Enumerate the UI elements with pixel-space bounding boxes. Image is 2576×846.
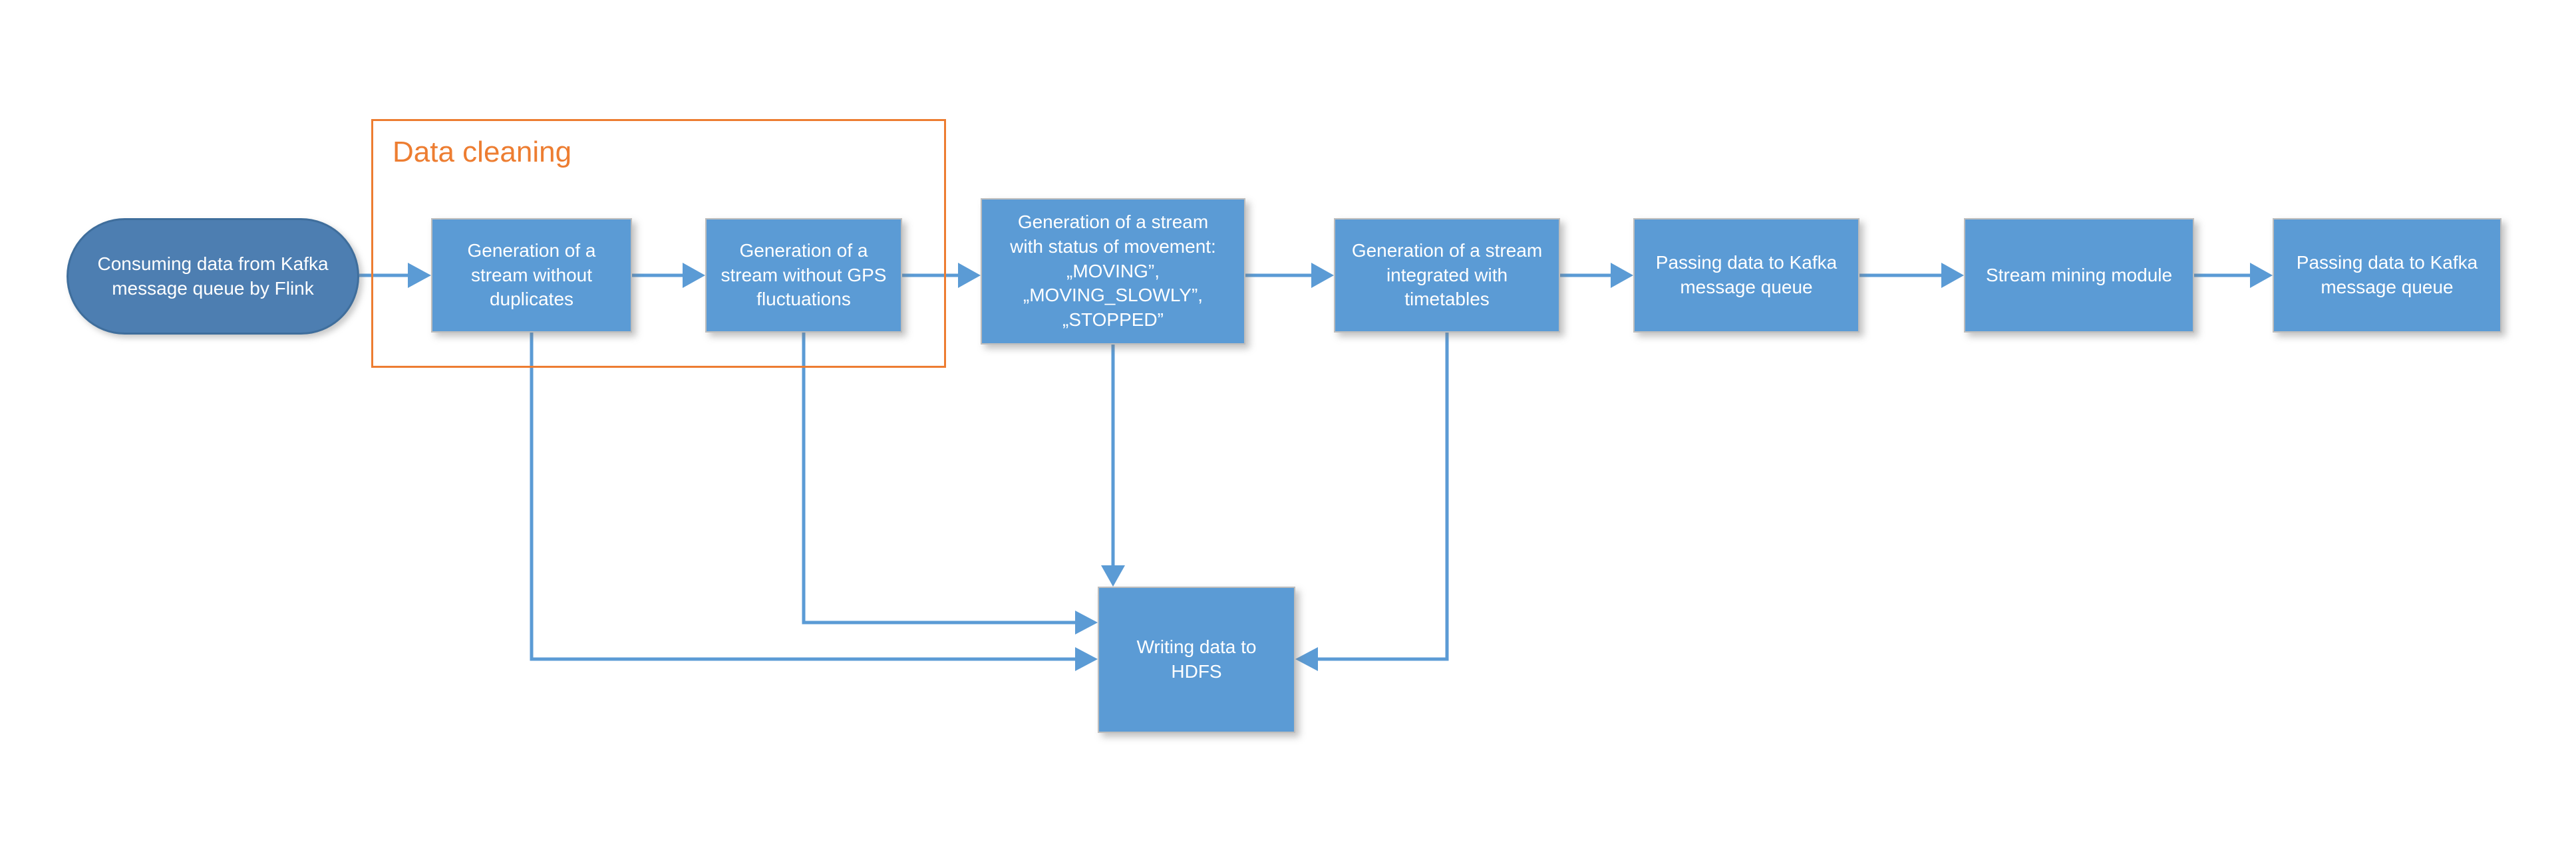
data-cleaning-group-label: Data cleaning (393, 136, 572, 168)
edge-streammining-kafkaout2-arrowhead (2250, 263, 2273, 288)
node-consume-kafka-flink: Consuming data from Kafka message queue … (67, 218, 359, 335)
edge-dedup-gps-arrowhead (683, 263, 705, 288)
node-stream-integrated-timetables: Generation of a stream integrated with t… (1334, 218, 1560, 333)
node-stream-without-gps-fluctuations: Generation of a stream without GPS fluct… (705, 218, 902, 333)
node-stream-mining-module: Stream mining module (1964, 218, 2194, 333)
node-stream-status-of-movement: Generation of a stream with status of mo… (981, 198, 1245, 345)
edge-start-dedup-arrowhead (408, 263, 431, 288)
edge-timetables-hdfs-line (1318, 333, 1449, 661)
node-passing-data-kafka-2: Passing data to Kafka message queue (2273, 218, 2501, 333)
edge-gps-hdfs-arrowhead (1075, 611, 1098, 634)
node-writing-data-hdfs: Writing data to HDFS (1098, 587, 1295, 733)
edge-gps-movement-arrowhead (958, 263, 981, 288)
edge-gps-hdfs-line (802, 333, 1075, 625)
edge-movement-hdfs-arrowhead (1101, 565, 1125, 587)
edge-timetables-hdfs-arrowhead (1295, 647, 1318, 671)
edge-timetables-kafkaout1-arrowhead (1611, 263, 1633, 288)
edge-movement-timetables-arrowhead (1311, 263, 1334, 288)
edge-dedup-hdfs-line (530, 333, 1075, 661)
edge-kafkaout1-streammining-arrowhead (1941, 263, 1964, 288)
node-stream-without-duplicates: Generation of a stream without duplicate… (431, 218, 632, 333)
edge-dedup-hdfs-arrowhead (1075, 647, 1098, 671)
data-cleaning-group-rect (371, 119, 946, 368)
node-passing-data-kafka-1: Passing data to Kafka message queue (1633, 218, 1859, 333)
